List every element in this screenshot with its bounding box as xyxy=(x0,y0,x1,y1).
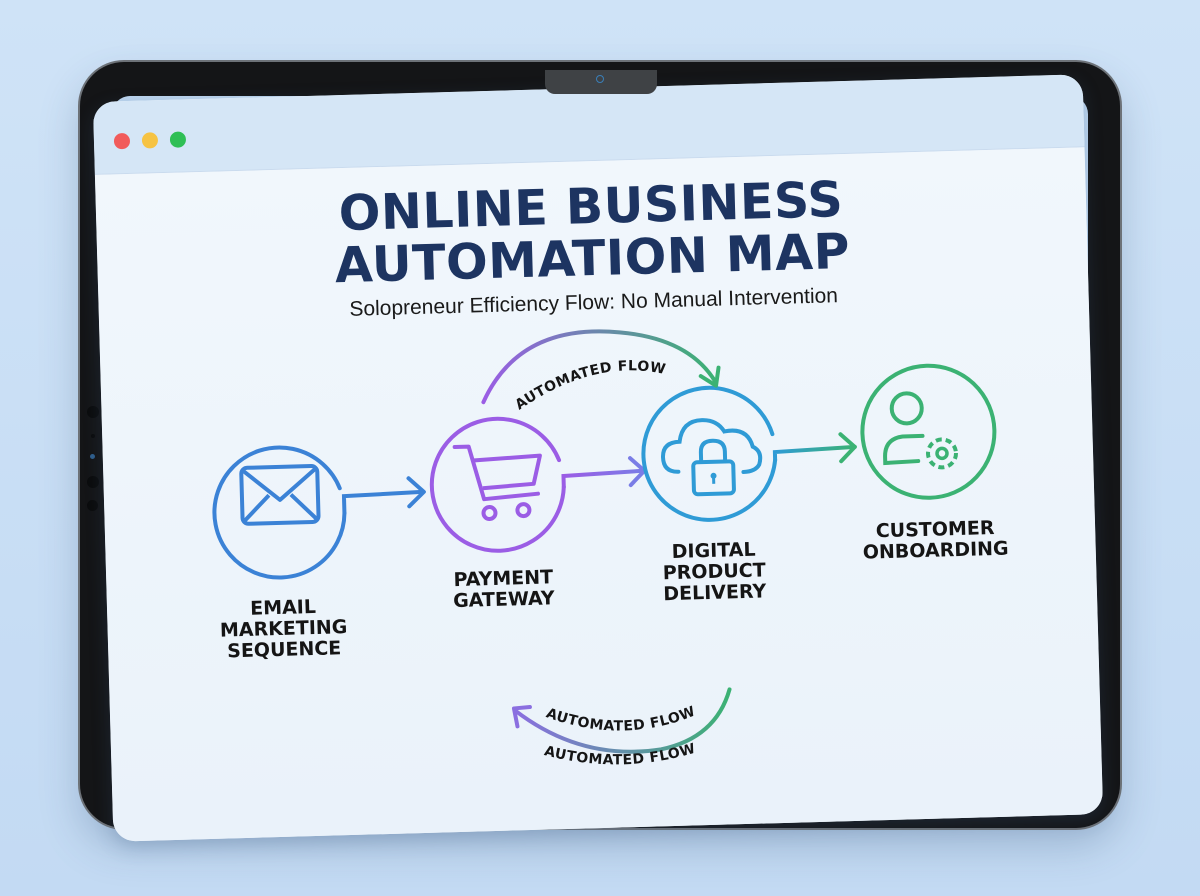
flow-diagram: AUTOMATED FLOW AUTOMATED FLOW AUTOMATED … xyxy=(212,329,997,771)
node-payment[interactable] xyxy=(429,416,566,553)
sensor-dot xyxy=(91,434,95,438)
node-delivery[interactable] xyxy=(641,385,778,522)
node-label-onboarding: CUSTOMER ONBOARDING xyxy=(835,517,1036,565)
top-arc-label: AUTOMATED FLOW xyxy=(511,357,668,413)
sensor-strip xyxy=(86,400,100,520)
close-button[interactable] xyxy=(113,132,131,150)
node-label-delivery: DIGITAL PRODUCT DELIVERY xyxy=(613,538,815,607)
svg-text:AUTOMATED FLOW: AUTOMATED FLOW xyxy=(544,701,699,736)
diagram-canvas: ONLINE BUSINESS AUTOMATION MAP Soloprene… xyxy=(94,147,1104,842)
maximize-button[interactable] xyxy=(169,131,187,148)
node-email[interactable] xyxy=(212,445,347,580)
sensor-dot xyxy=(87,476,99,488)
camera-icon xyxy=(596,75,604,83)
svg-text:AUTOMATED FLOW: AUTOMATED FLOW xyxy=(511,357,668,413)
cloud-lock-icon xyxy=(661,418,763,497)
node-onboarding[interactable] xyxy=(860,363,997,500)
app-window: ONLINE BUSINESS AUTOMATION MAP Soloprene… xyxy=(92,74,1104,842)
sensor-dot xyxy=(87,406,99,418)
arrow-delivery-to-onboarding xyxy=(772,432,857,464)
node-label-email: EMAIL MARKETING SEQUENCE xyxy=(183,595,385,664)
arrow-payment-to-delivery xyxy=(561,456,647,489)
arrow-email-to-payment xyxy=(341,476,426,516)
bottom-arc-label-1: AUTOMATED FLOW xyxy=(544,701,699,736)
user-gear-icon xyxy=(883,391,959,470)
shopping-cart-icon xyxy=(452,444,542,522)
node-label-payment: PAYMENT GATEWAY xyxy=(403,566,604,614)
top-automated-flow-arc: AUTOMATED FLOW xyxy=(481,329,721,414)
sensor-dot xyxy=(87,500,98,511)
tablet-notch xyxy=(545,70,657,94)
minimize-button[interactable] xyxy=(141,132,159,149)
bottom-automated-flow-arc: AUTOMATED FLOW AUTOMATED FLOW xyxy=(511,687,732,771)
envelope-icon xyxy=(239,464,321,526)
sensor-dot xyxy=(90,454,95,459)
